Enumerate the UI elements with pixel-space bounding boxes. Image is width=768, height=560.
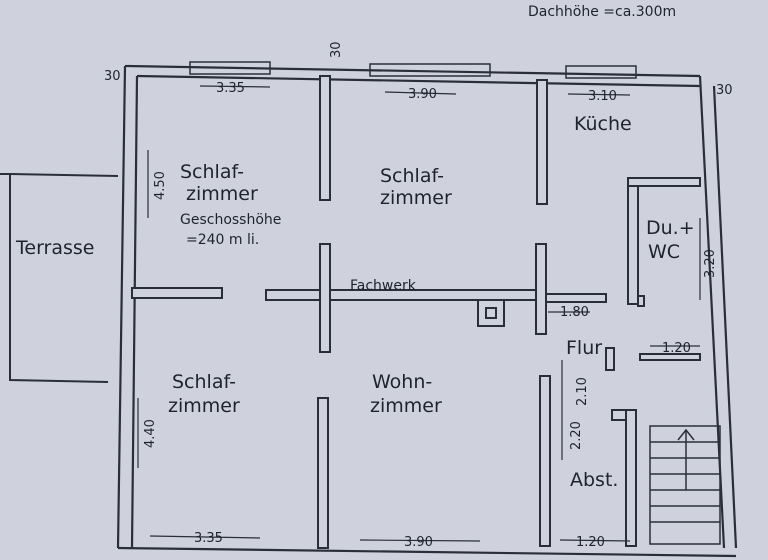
- room-label-wohnzimmer-a: Wohn-: [372, 371, 432, 393]
- dim-bottom-abstellraum: 1.20: [576, 535, 605, 550]
- room-label-schlafzimmer-1b: zimmer: [186, 183, 258, 205]
- terrace-outline: [0, 173, 119, 383]
- dim-bottom-schlafzimmer-3: 3.35: [194, 531, 223, 546]
- dimension-lines: [137, 85, 701, 542]
- room-label-schlafzimmer-3a: Schlaf-: [172, 371, 236, 393]
- room-label-schlafzimmer-3b: zimmer: [168, 395, 240, 417]
- dim-left-lower: 4.40: [143, 419, 158, 448]
- dim-stair-width: 1.20: [662, 341, 691, 356]
- room-label-duwc-a: Du.+: [646, 217, 695, 239]
- room-label-duwc-b: WC: [648, 241, 680, 263]
- room-label-flur: Flur: [566, 337, 602, 359]
- dim-top-schlafzimmer-1: 3.35: [216, 81, 245, 96]
- dim-top-schlafzimmer-2: 3.90: [408, 87, 437, 102]
- dim-left-upper: 4.50: [153, 171, 168, 200]
- room-label-schlafzimmer-2a: Schlaf-: [380, 165, 444, 187]
- staircase: [649, 425, 721, 545]
- room-label-schlafzimmer-1a: Schlaf-: [180, 161, 244, 183]
- interior-walls: [131, 75, 701, 549]
- dim-duwc-height: 3.20: [703, 249, 718, 278]
- room-label-terrasse: Terrasse: [15, 237, 95, 259]
- room-label-schlafzimmer-2b: zimmer: [380, 187, 452, 209]
- dim-wall-left: 30: [104, 69, 121, 84]
- note-geschosshoehe: Geschosshöhe: [180, 212, 281, 228]
- roof-height-note: Dachhöhe =ca.300m: [528, 4, 676, 20]
- dim-bottom-wohnzimmer: 3.90: [404, 535, 433, 550]
- dim-abst-height-2: 2.20: [569, 421, 584, 450]
- note-geschosshoehe-value: =240 m li.: [186, 232, 259, 248]
- dim-abst-height-1: 2.10: [575, 377, 590, 406]
- dim-wall-top: 30: [329, 41, 344, 58]
- dim-wall-right: 30: [716, 83, 733, 98]
- dim-top-kueche: 3.10: [588, 89, 617, 104]
- top-windows: [189, 61, 637, 79]
- note-fachwerk: Fachwerk: [350, 278, 417, 294]
- room-label-wohnzimmer-b: zimmer: [370, 395, 442, 417]
- room-label-kueche: Küche: [574, 113, 632, 135]
- dim-flur-width: 1.80: [560, 305, 589, 320]
- room-label-abstellraum: Abst.: [570, 469, 618, 491]
